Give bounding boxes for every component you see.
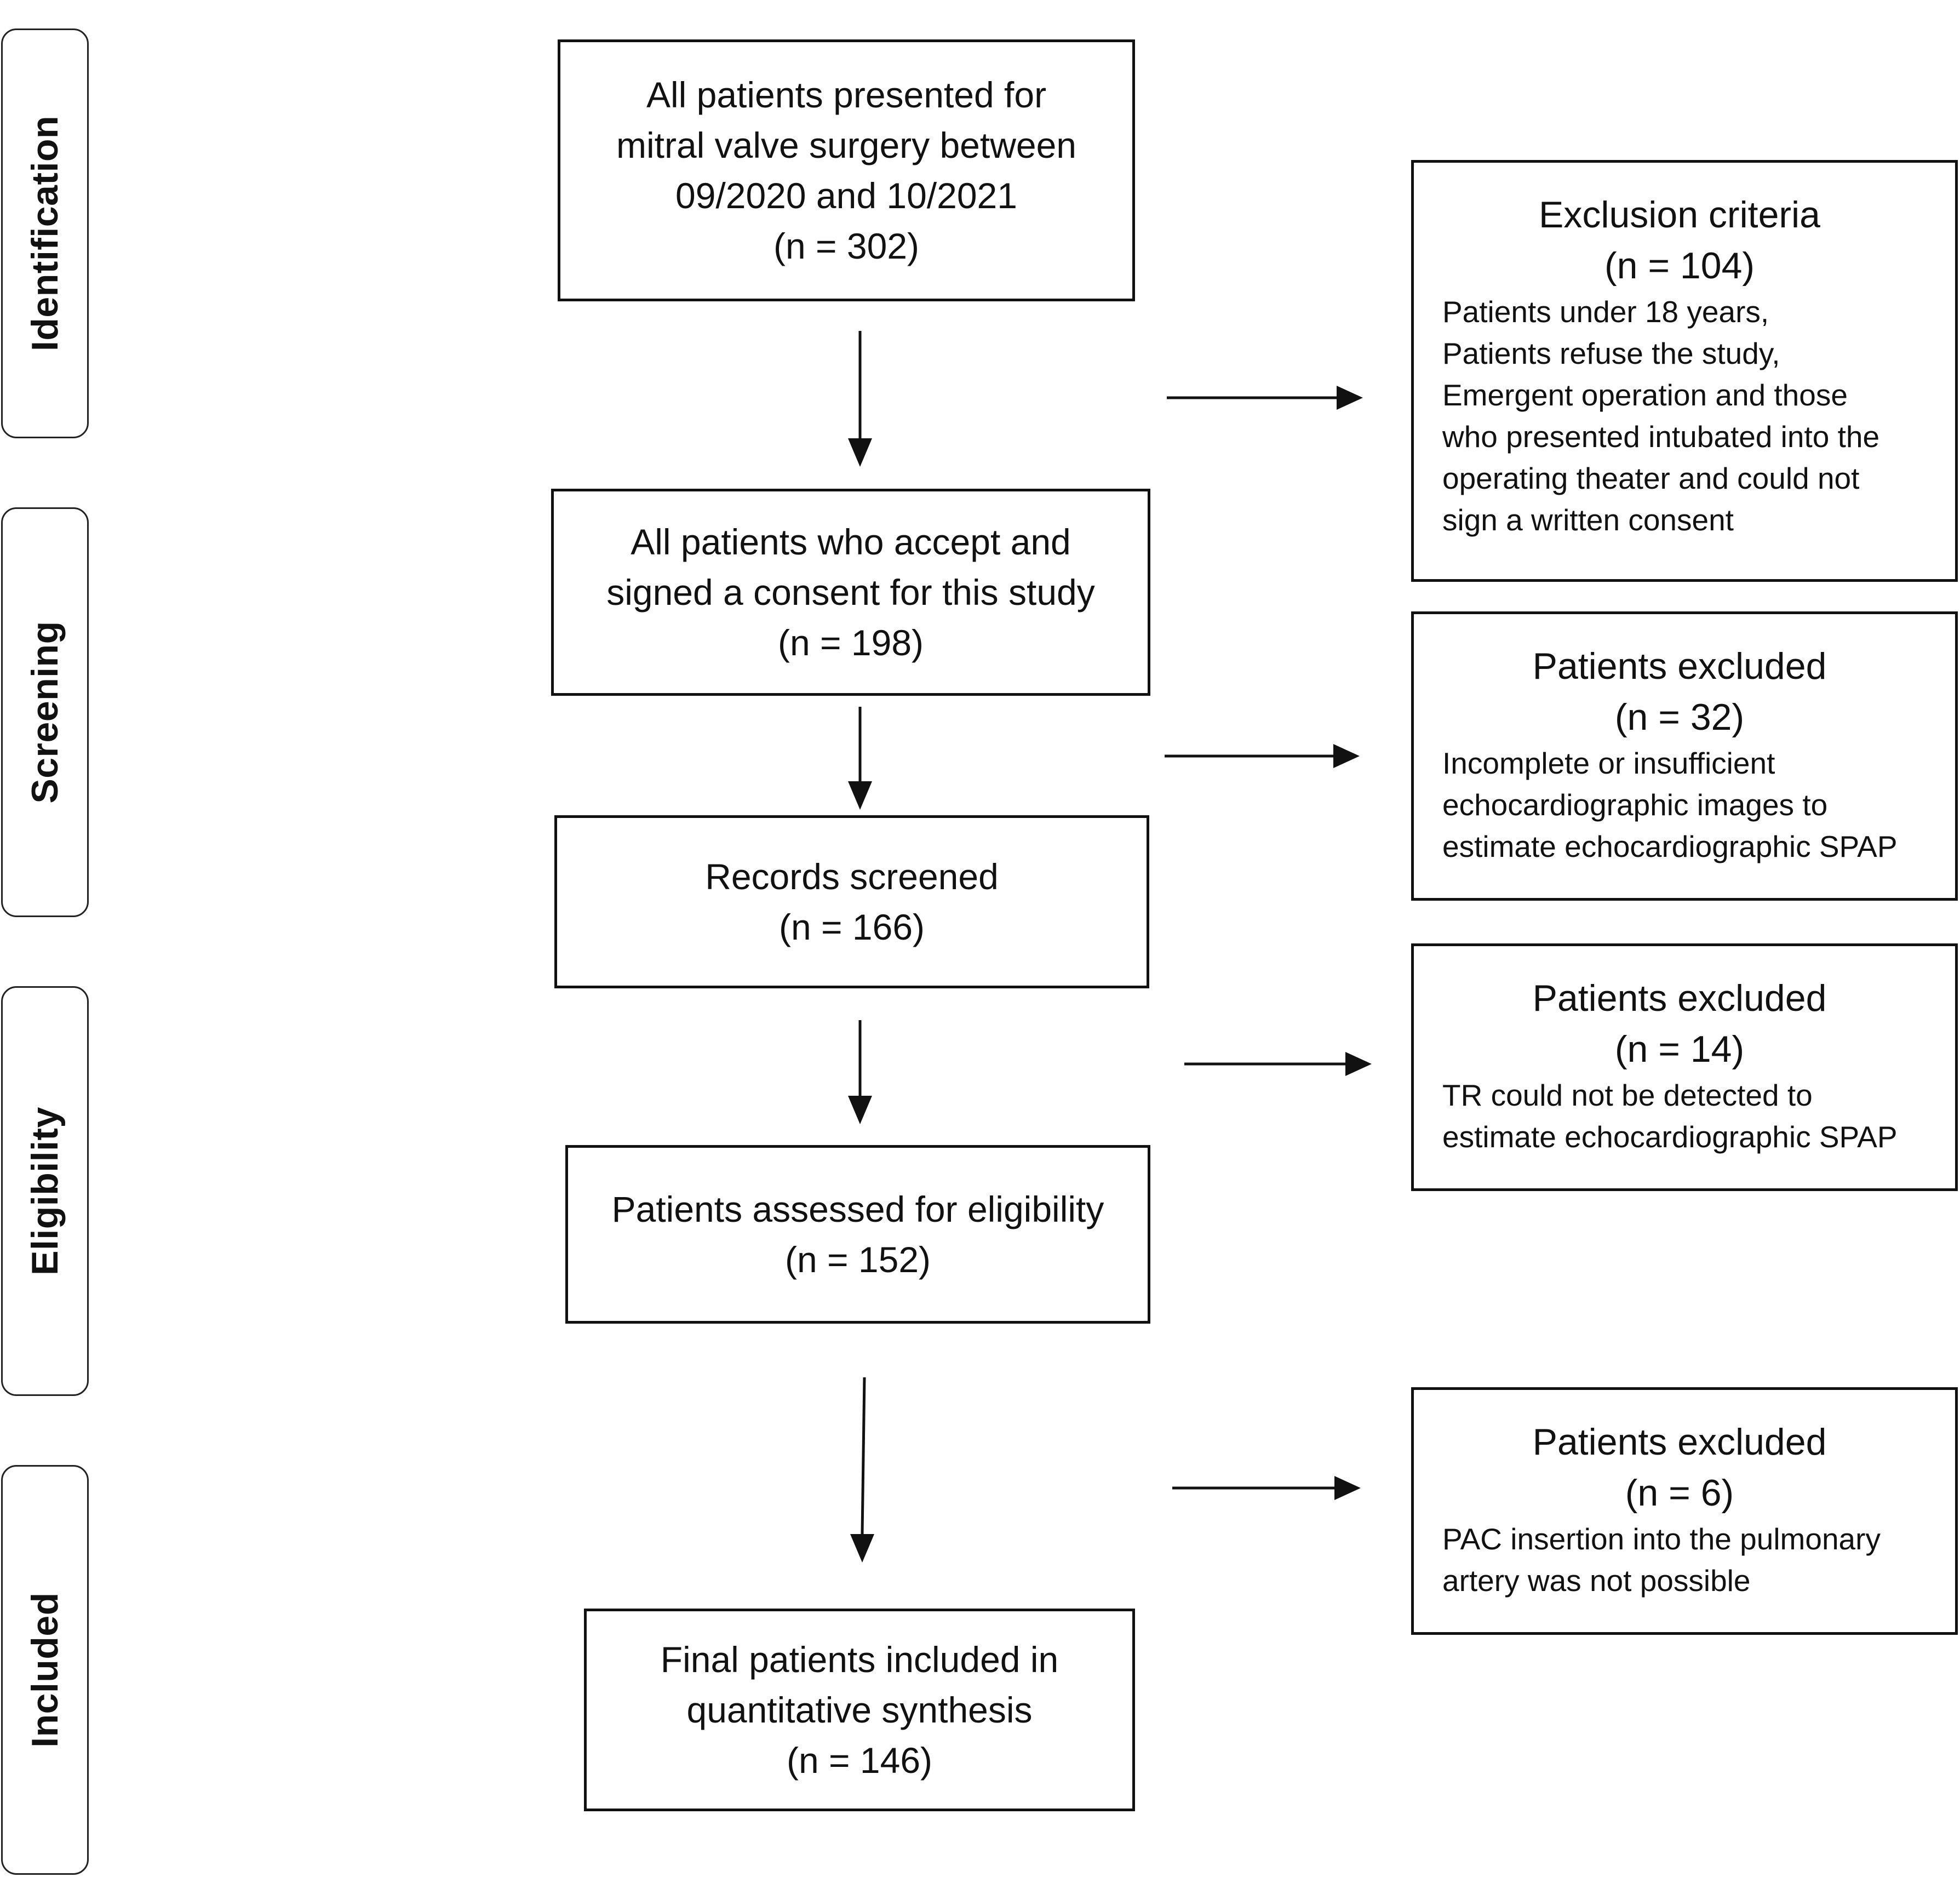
excluded-count: (n = 6) [1625, 1472, 1734, 1514]
detail-line: artery was not possible [1442, 1564, 1751, 1598]
box-count: (n = 166) [779, 907, 925, 947]
excluded-images-box: Patients excluded (n = 32) Incomplete or… [1411, 611, 1958, 901]
box-text-line: 09/2020 and 10/2021 [675, 175, 1017, 216]
exclusion-criteria-box: Exclusion criteria (n = 104) Patients un… [1411, 160, 1958, 582]
excluded-details: TR could not be detected to estimate ech… [1442, 1074, 1917, 1158]
box-text-line: Patients assessed for eligibility [611, 1189, 1104, 1229]
box-text-line: mitral valve surgery between [616, 125, 1077, 165]
arrowhead [1337, 386, 1363, 410]
arrowhead [848, 1096, 872, 1124]
detail-line: Patients under 18 years, [1442, 295, 1769, 329]
excluded-details: PAC insertion into the pulmonary artery … [1442, 1518, 1917, 1601]
consent-box: All patients who accept and signed a con… [551, 489, 1150, 696]
excluded-pac-box: Patients excluded (n = 6) PAC insertion … [1411, 1387, 1958, 1635]
box-text-line: Records screened [705, 856, 999, 897]
exclusion-title: Exclusion criteria [1539, 194, 1820, 236]
box-text-line: quantitative synthesis [686, 1690, 1033, 1730]
detail-line: Patients refuse the study, [1442, 336, 1780, 370]
arrowhead [1334, 1476, 1361, 1500]
excluded-title: Patients excluded [1532, 1421, 1827, 1463]
arrowhead [848, 438, 872, 467]
box-text-line: Final patients included in [660, 1639, 1059, 1680]
detail-line: TR could not be detected to [1442, 1078, 1813, 1112]
eligibility-box: Patients assessed for eligibility (n = 1… [565, 1145, 1150, 1324]
included-box: Final patients included in quantitative … [584, 1609, 1135, 1811]
excluded-details: Incomplete or insufficient echocardiogra… [1442, 742, 1917, 867]
box-text-line: All patients who accept and [631, 522, 1071, 562]
detail-line: echocardiographic images to [1442, 788, 1828, 822]
excluded-tr-box: Patients excluded (n = 14) TR could not … [1411, 943, 1958, 1191]
detail-line: sign a written consent [1442, 503, 1734, 537]
down-arrow-4 [861, 1377, 866, 1535]
phase-identification: Identification [1, 28, 89, 438]
records-screened-box: Records screened (n = 166) [554, 815, 1149, 988]
detail-line: who presented intubated into the [1442, 420, 1880, 454]
phase-included: Included [1, 1465, 89, 1875]
exclusion-details: Patients under 18 years, Patients refuse… [1442, 291, 1917, 541]
phase-screening: Screening [1, 507, 89, 917]
excluded-count: (n = 14) [1614, 1028, 1745, 1070]
exclusion-count: (n = 104) [1604, 245, 1755, 287]
box-count: (n = 152) [785, 1239, 931, 1280]
arrowhead [848, 781, 872, 810]
arrowhead [850, 1534, 874, 1563]
box-text-line: signed a consent for this study [606, 572, 1095, 613]
detail-line: Emergent operation and those [1442, 378, 1848, 412]
detail-line: operating theater and could not [1442, 461, 1860, 495]
arrowhead [1333, 744, 1360, 768]
identification-box: All patients presented for mitral valve … [558, 39, 1135, 301]
detail-line: PAC insertion into the pulmonary [1442, 1522, 1881, 1556]
detail-line: Incomplete or insufficient [1442, 746, 1775, 780]
detail-line: estimate echocardiographic SPAP [1442, 829, 1898, 863]
box-count: (n = 302) [773, 226, 919, 266]
excluded-title: Patients excluded [1532, 977, 1827, 1019]
excluded-title: Patients excluded [1532, 645, 1827, 687]
excluded-count: (n = 32) [1614, 696, 1745, 738]
box-text-line: All patients presented for [646, 75, 1047, 115]
box-count: (n = 146) [787, 1740, 932, 1781]
box-count: (n = 198) [778, 622, 924, 663]
phase-eligibility: Eligibility [1, 986, 89, 1396]
arrowhead [1345, 1052, 1372, 1076]
detail-line: estimate echocardiographic SPAP [1442, 1120, 1898, 1154]
